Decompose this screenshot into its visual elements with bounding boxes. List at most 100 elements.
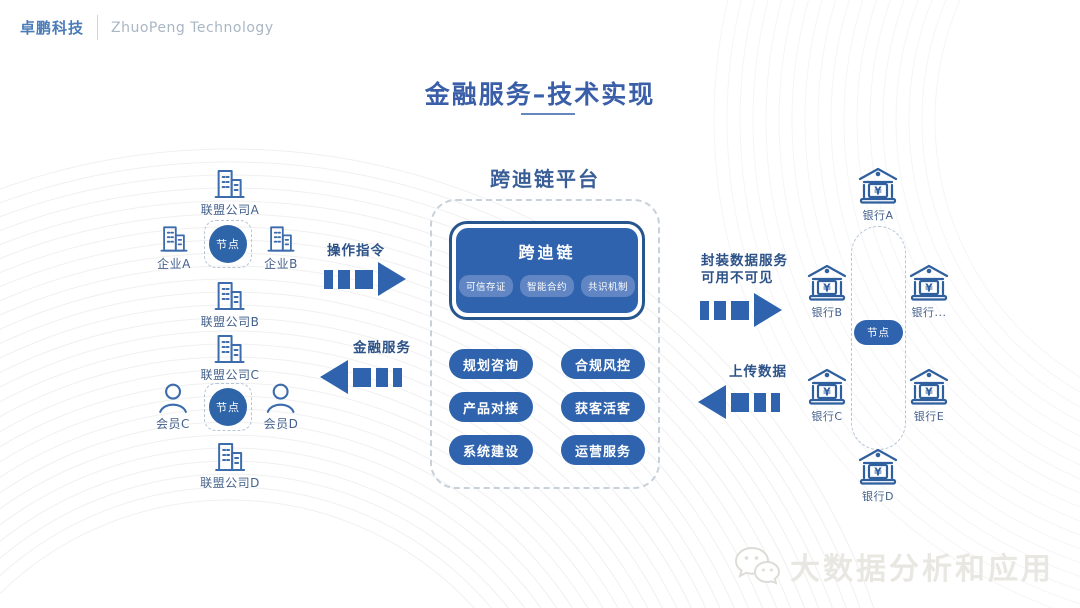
brand-divider: [97, 15, 99, 40]
arrow-segment: [771, 392, 780, 412]
chain-core-box: 跨迪链 可信存证 智能合约 共识机制: [449, 221, 645, 320]
title-underline: [521, 113, 575, 115]
bank-dots-item: ¥ 银行...: [907, 263, 951, 320]
bank-icon: ¥: [807, 368, 847, 405]
service-pill: 产品对接: [449, 392, 533, 422]
org-label: 联盟公司D: [200, 476, 260, 490]
arrow-right-package: [700, 293, 782, 327]
service-pill: 获客活客: [561, 392, 645, 422]
arrow-segment: [353, 367, 371, 387]
bank-node-pill: 节点: [854, 320, 903, 345]
org-label: 企业B: [264, 257, 298, 271]
bank-a-item: ¥ 银行A: [856, 166, 900, 223]
arrow-right-operation: [324, 262, 406, 296]
page-title: 金融服务–技术实现: [424, 80, 656, 109]
brand-name-zh: 卓鹏科技: [20, 19, 85, 37]
yuan-glyph: ¥: [823, 386, 831, 399]
bank-icon: ¥: [807, 264, 847, 301]
yuan-glyph: ¥: [925, 386, 933, 399]
alliance-company-b-item: 联盟公司B: [201, 280, 260, 330]
org-label: 联盟公司C: [200, 368, 260, 382]
service-grid: 规划咨询 合规风控 产品对接 获客活客 系统建设 运营服务: [449, 349, 645, 465]
arrow-label-finance: 金融服务: [353, 340, 411, 356]
alliance-company-a-item: 联盟公司A: [201, 168, 260, 218]
member-d-item: 会员D: [264, 382, 299, 432]
arrow-segment: [338, 269, 350, 289]
alliance-company-c-item: 联盟公司C: [201, 333, 260, 383]
yuan-glyph: ¥: [874, 185, 882, 198]
service-pill: 规划咨询: [449, 349, 533, 379]
building-icon: [215, 443, 245, 471]
bank-label: 银行C: [811, 410, 843, 423]
arrow-label-package: 封装数据服务 可用不可见: [701, 253, 788, 287]
bank-label: 银行E: [913, 410, 945, 423]
arrow-segment: [376, 367, 388, 387]
service-pill: 合规风控: [561, 349, 645, 379]
org-label: 会员D: [263, 417, 299, 431]
chain-core-inner: 跨迪链 可信存证 智能合约 共识机制: [456, 228, 638, 313]
building-icon: [267, 226, 295, 252]
feature-pill: 智能合约: [519, 275, 574, 297]
service-pill: 运营服务: [561, 435, 645, 465]
org-label: 联盟公司B: [200, 315, 260, 329]
arrow-head-right: [754, 293, 782, 327]
person-icon: [159, 383, 187, 413]
bank-d-item: ¥ 银行D: [856, 447, 900, 504]
arrow-segment: [754, 392, 766, 412]
bank-e-item: ¥ 银行E: [907, 367, 951, 424]
arrow-label-package-line2: 可用不可见: [701, 270, 774, 286]
arrow-head-right: [378, 262, 406, 296]
person-icon: [267, 383, 295, 413]
yuan-glyph: ¥: [823, 282, 831, 295]
building-icon: [160, 226, 188, 252]
alliance-company-d-item: 联盟公司D: [200, 441, 260, 491]
bank-c-item: ¥ 银行C: [805, 367, 849, 424]
building-icon: [215, 170, 245, 198]
arrow-left-finance: [320, 360, 402, 394]
brand-name-en: ZhuoPeng Technology: [111, 19, 274, 36]
arrow-segment: [355, 269, 373, 289]
chain-features: 可信存证 智能合约 共识机制: [458, 275, 636, 297]
arrow-segment: [731, 392, 749, 412]
wechat-icon: [734, 546, 781, 585]
platform-title: 跨迪链平台: [490, 167, 600, 191]
feature-pill: 可信存证: [458, 275, 513, 297]
arrow-segment: [714, 300, 726, 320]
chain-title: 跨迪链: [518, 243, 576, 262]
org-label: 联盟公司A: [200, 203, 260, 217]
arrow-segment: [700, 300, 709, 320]
platform-dashed-container: [430, 199, 660, 489]
enterprise-a-item: 企业A: [156, 224, 192, 272]
yuan-glyph: ¥: [874, 466, 882, 479]
enterprise-node-badge: 节点: [204, 220, 252, 268]
node-circle: 节点: [209, 388, 247, 426]
bank-icon: ¥: [858, 167, 898, 204]
arrow-label-upload: 上传数据: [729, 364, 787, 380]
arrow-segment: [731, 300, 749, 320]
watermark-text: 大数据分析和应用: [790, 552, 1054, 587]
org-label: 会员C: [156, 417, 190, 431]
building-icon: [214, 282, 245, 310]
bank-icon: ¥: [858, 448, 898, 485]
node-circle: 节点: [209, 225, 247, 263]
service-pill: 系统建设: [449, 435, 533, 465]
bank-label: 银行B: [811, 306, 843, 319]
bank-label: 银行D: [862, 490, 894, 503]
arrow-label-package-line1: 封装数据服务: [701, 253, 788, 269]
brand-logo: 卓鹏科技 ZhuoPeng Technology: [20, 15, 274, 40]
bank-icon: ¥: [909, 368, 949, 405]
enterprise-b-item: 企业B: [263, 224, 299, 272]
bank-label: 银行...: [911, 306, 947, 319]
arrow-segment: [393, 367, 402, 387]
bank-icon: ¥: [909, 264, 949, 301]
feature-pill: 共识机制: [581, 275, 636, 297]
building-icon: [214, 335, 245, 363]
watermark: 大数据分析和应用: [732, 544, 1054, 588]
bank-b-item: ¥ 银行B: [805, 263, 849, 320]
arrow-segment: [324, 269, 333, 289]
yuan-glyph: ¥: [925, 282, 933, 295]
arrow-label-operation: 操作指令: [327, 243, 385, 259]
arrow-head-left: [698, 385, 726, 419]
